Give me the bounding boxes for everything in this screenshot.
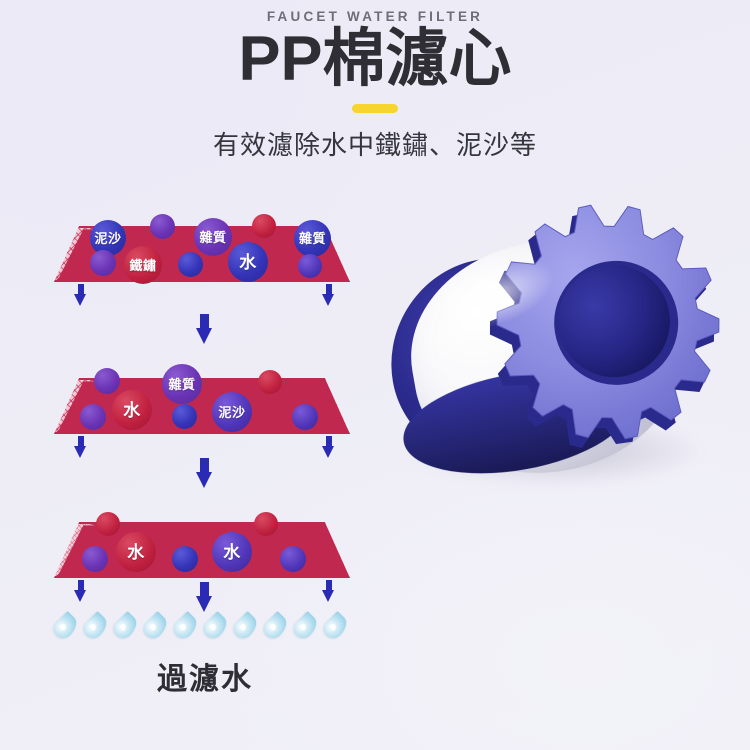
kicker-text: FAUCET WATER FILTER — [266, 9, 484, 24]
flow-arrow-left-3 — [74, 580, 87, 602]
water-droplet — [79, 610, 112, 643]
water-droplet — [289, 610, 322, 643]
flow-arrow-left-1 — [74, 284, 87, 306]
page-title: PP棉濾心 — [238, 24, 512, 94]
particle-labeled: 雜質 — [194, 218, 232, 256]
water-droplet — [229, 610, 262, 643]
water-droplet — [259, 610, 292, 643]
flow-arrow-right-1 — [322, 284, 335, 306]
particle-plain — [298, 254, 322, 278]
flow-arrow-center-3 — [196, 582, 213, 612]
flow-arrow-right-2 — [322, 436, 335, 458]
particle-plain — [80, 404, 106, 430]
flow-arrow-right-3 — [322, 580, 335, 602]
particle-plain — [94, 368, 120, 394]
particle-labeled: 鐵鏽 — [124, 246, 162, 284]
flow-arrow-center-1 — [196, 314, 213, 344]
particle-labeled: 雜質 — [162, 364, 202, 404]
particle-plain — [252, 214, 276, 238]
filter-stage-3: 水水 — [40, 496, 370, 606]
product-image — [373, 178, 738, 548]
particle-plain — [254, 512, 278, 536]
particle-labeled: 水 — [212, 532, 252, 572]
water-droplet — [169, 610, 202, 643]
water-droplet — [139, 610, 172, 643]
subtitle-text: 有效濾除水中鐵鏽、泥沙等 — [212, 130, 537, 160]
filter-gear-cap — [470, 184, 746, 460]
filtration-diagram: 泥沙雜質雜質鐵鏽水 雜質水泥沙 水水 過濾水 — [40, 196, 370, 726]
particle-plain — [292, 404, 318, 430]
water-droplet — [49, 610, 82, 643]
particle-labeled: 雜質 — [294, 220, 331, 257]
water-droplet — [319, 610, 352, 643]
particle-plain — [82, 546, 108, 572]
flow-arrow-center-2 — [196, 458, 213, 488]
filter-stage-2: 雜質水 泥沙 — [40, 352, 370, 462]
particle-plain — [150, 214, 175, 239]
filter-stage-1: 泥沙雜質雜質鐵鏽水 — [40, 200, 370, 310]
title-divider — [352, 104, 398, 113]
water-droplet — [199, 610, 232, 643]
diagram-caption: 過濾水 — [157, 663, 253, 696]
particle-labeled: 水 — [228, 242, 268, 282]
particle-labeled: 泥沙 — [90, 220, 126, 256]
flow-arrow-left-2 — [74, 436, 87, 458]
particle-labeled: 水 — [116, 532, 156, 572]
particle-plain — [172, 404, 197, 429]
water-droplet-row — [49, 610, 356, 648]
particle-plain — [172, 546, 198, 572]
water-droplet — [109, 610, 142, 643]
particle-plain — [96, 512, 120, 536]
particle-labeled: 泥沙 — [212, 392, 252, 432]
particle-labeled: 水 — [112, 390, 152, 430]
particle-plain — [258, 370, 282, 394]
particle-plain — [178, 252, 203, 277]
particle-plain — [280, 546, 306, 572]
particle-plain — [90, 250, 116, 276]
